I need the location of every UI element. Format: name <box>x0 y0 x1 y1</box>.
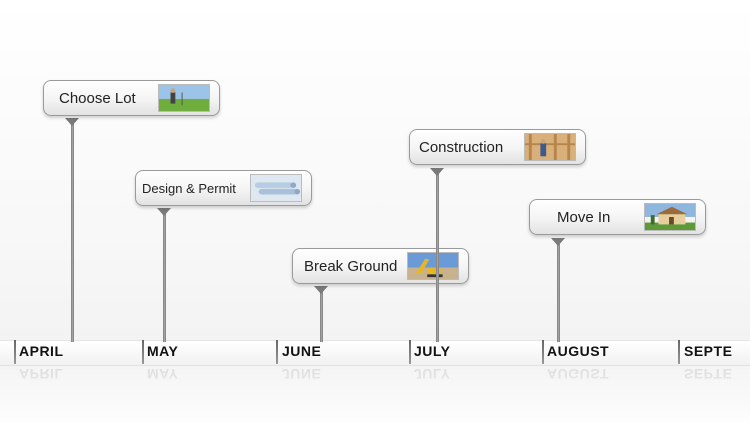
callout-pointer <box>157 208 171 216</box>
axis-tick <box>276 340 278 364</box>
month-label-september: SEPTE <box>684 343 733 359</box>
milestone-stem <box>320 292 323 342</box>
milestone-label: Construction <box>419 138 504 156</box>
axis-tick <box>678 340 680 364</box>
axis-tick <box>14 340 16 364</box>
milestone-stem <box>557 244 560 342</box>
axis-tick <box>542 340 544 364</box>
callout-pointer <box>551 238 565 246</box>
milestone-choose-lot: Choose Lot <box>43 80 220 116</box>
milestone-stem <box>71 124 74 342</box>
milestone-label: Design & Permit <box>142 180 236 196</box>
milestone-break-ground: Break Ground <box>292 248 469 284</box>
milestone-move-in: Move In <box>529 199 706 235</box>
excavator-photo <box>407 252 459 280</box>
milestone-stem <box>436 174 439 342</box>
milestone-design-permit: Design & Permit <box>135 170 312 206</box>
month-label-august: AUGUST <box>547 343 610 359</box>
surveyor-field-photo <box>158 84 210 112</box>
month-label-june: JUNE <box>282 343 322 359</box>
milestone-label: Break Ground <box>304 257 398 275</box>
month-label-july: JULY <box>414 343 451 359</box>
axis-tick <box>142 340 144 364</box>
reflection-fade <box>0 364 750 422</box>
milestone-construction: Construction <box>409 129 586 165</box>
callout-pointer <box>430 168 444 176</box>
callout-pointer <box>65 118 79 126</box>
axis-tick <box>409 340 411 364</box>
month-label-may: MAY <box>147 343 179 359</box>
month-label-april: APRIL <box>19 343 64 359</box>
milestone-label: Move In <box>557 208 611 226</box>
milestone-label: Choose Lot <box>59 89 136 107</box>
milestone-stem <box>163 214 166 342</box>
blueprint-rolls-photo <box>250 174 302 202</box>
timeline-axis <box>0 340 750 366</box>
finished-house-photo <box>644 203 696 231</box>
worker-framing-photo <box>524 133 576 161</box>
callout-pointer <box>314 286 328 294</box>
